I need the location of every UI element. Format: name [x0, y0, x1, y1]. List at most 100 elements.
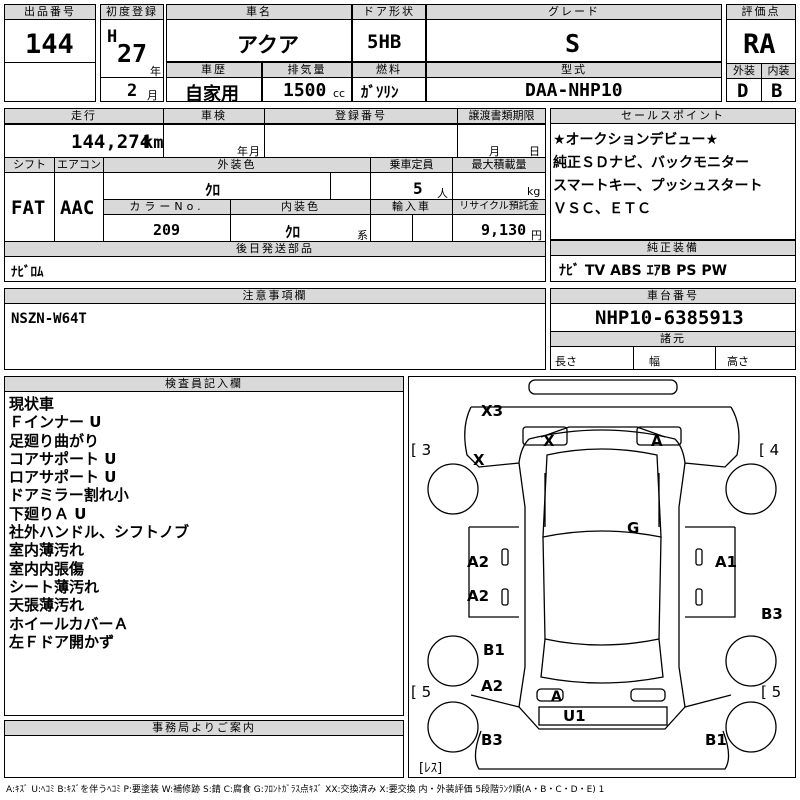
inspection-year-unit: 年 — [237, 145, 248, 158]
displacement: 1500 — [283, 80, 327, 101]
car-name-box: 車名 アクア — [166, 4, 352, 62]
inspection-month-unit: 月 — [249, 145, 260, 158]
interior-label: 内装 — [762, 64, 795, 79]
chassis-box: 車台番号 NHP10-6385913 諸元 長さ 幅 高さ — [550, 288, 796, 370]
transfer-day-unit: 日 — [529, 145, 540, 158]
month-unit: 月 — [147, 89, 158, 102]
fuel-label: 燃料 — [353, 63, 425, 78]
panel-rating-right-front: [ 4 — [759, 441, 780, 459]
panel-rating-left-rear: [ 5 — [411, 683, 432, 701]
fuel-box: 燃料 ｶﾞｿﾘﾝ — [352, 62, 426, 102]
damage-mark: A2 — [467, 587, 490, 605]
ext-color-label: 外装色 — [104, 158, 370, 173]
inspector-label: 検査員記入欄 — [5, 377, 403, 392]
later-parts: ﾅﾋﾞﾛﾑ — [11, 265, 44, 280]
model: DAA-NHP10 — [525, 80, 623, 101]
history-box: 車歴 自家用 — [166, 62, 262, 105]
inspector-box: 検査員記入欄 現状車 Ｆインナー U 足廻り曲がり コアサポート U ロアサポー… — [4, 376, 404, 716]
year-unit: 年 — [150, 65, 161, 78]
damage-mark: A — [551, 689, 562, 705]
damage-mark: B3 — [761, 605, 783, 623]
length-label: 長さ — [555, 355, 577, 368]
notes-label: 注意事項欄 — [5, 289, 545, 304]
inspection-label: 車検 — [164, 109, 264, 124]
equipment-items: ﾅﾋﾞ TV ABS ｴｱB PS PW — [559, 263, 728, 279]
car-name: アクア — [237, 33, 299, 57]
notes-text: NSZN-W64T — [11, 311, 87, 327]
registration-box: 初度登録 H 27 年 2 月 — [100, 4, 164, 102]
score: RA — [743, 29, 776, 60]
damage-mark: B1 — [483, 641, 505, 659]
inspector-line: シート薄汚れ — [9, 577, 100, 596]
displacement-label: 排気量 — [263, 63, 351, 78]
model-label: 型式 — [427, 63, 721, 78]
height-label: 高さ — [727, 355, 749, 368]
sales-line: ＶＳＣ、ＥＴＣ — [553, 201, 651, 217]
rest-label: [ﾚｽ] — [419, 761, 443, 776]
model-box: 型式 DAA-NHP10 — [426, 62, 722, 102]
specs-grid: 走行 車検 登録番号 譲渡書類期限 144,274 km 年 月 月 日 シフト… — [4, 108, 546, 282]
color-no: 209 — [153, 221, 181, 239]
shift-label: シフト — [5, 158, 54, 173]
door-label: ドア形状 — [353, 5, 425, 20]
era: H — [107, 27, 118, 47]
displacement-box: 排気量 1500 cc — [262, 62, 352, 102]
inspector-line: 室内内張傷 — [9, 559, 85, 578]
damage-mark: A1 — [715, 553, 738, 571]
lot-number: 144 — [25, 29, 74, 60]
shift: FAT — [11, 197, 46, 219]
mileage-label: 走行 — [5, 109, 163, 124]
damage-mark: A2 — [467, 553, 490, 571]
fuel: ｶﾞｿﾘﾝ — [361, 83, 399, 101]
equipment-label: 純正装備 — [551, 241, 795, 256]
office-label: 事務局よりご案内 — [5, 721, 403, 736]
inspector-line: 現状車 — [9, 395, 55, 413]
capacity: 5 — [413, 179, 423, 198]
damage-mark: A2 — [481, 677, 504, 695]
inspector-line: 左Ｆドア開かず — [9, 632, 115, 651]
damage-mark: X — [473, 451, 485, 469]
inspector-line: 社外ハンドル、シフトノブ — [9, 523, 190, 542]
lot-box: 出品番号 144 — [4, 4, 96, 102]
registration-label: 初度登録 — [101, 5, 163, 20]
car-name-label: 車名 — [167, 5, 351, 20]
int-color: ｸﾛ — [285, 223, 301, 241]
damage-mark: B1 — [705, 731, 727, 749]
transfer-label: 譲渡書類期限 — [458, 109, 545, 124]
aircon-label: エアコン — [55, 158, 103, 173]
damage-mark: X3 — [481, 402, 504, 420]
interior-score: B — [771, 80, 783, 102]
max-load-unit: kg — [527, 185, 541, 198]
grade: S — [565, 29, 581, 58]
exterior-score: D — [737, 80, 749, 102]
panel-rating-right-rear: [ 5 — [761, 683, 782, 701]
inspector-line: コアサポート U — [9, 449, 117, 468]
aircon: AAC — [60, 197, 95, 219]
sales-points-box: セールスポイント ★オークションデビュー★ 純正ＳＤナビ、バックモニター スマー… — [550, 108, 796, 240]
door-type: 5HB — [367, 31, 402, 53]
history-label: 車歴 — [167, 63, 261, 78]
inspector-line: Ｆインナー U — [9, 413, 102, 432]
notes-box: 注意事項欄 NSZN-W64T — [4, 288, 546, 370]
sales-line: 純正ＳＤナビ、バックモニター — [553, 155, 749, 171]
recycle: 9,130 — [481, 221, 527, 239]
history: 自家用 — [185, 84, 239, 105]
mileage-unit: km — [143, 133, 164, 153]
width-label: 幅 — [649, 355, 660, 368]
office-box: 事務局よりご案内 — [4, 720, 404, 778]
grade-box: グレード S — [426, 4, 722, 62]
reg-no-label: 登録番号 — [265, 109, 457, 124]
sales-line: ★オークションデビュー★ — [553, 132, 719, 148]
inspector-line: 下廻りＡ U — [9, 504, 87, 523]
inspector-line: 足廻り曲がり — [9, 431, 100, 450]
capacity-label: 乗車定員 — [371, 158, 452, 173]
car-diagram: X3 X A X G A2 A1 A2 B3 B1 A2 A U1 B3 B1 … — [408, 376, 796, 778]
int-color-unit: 系 — [357, 229, 368, 242]
displacement-unit: cc — [333, 87, 346, 100]
chassis-label: 車台番号 — [551, 289, 795, 304]
sales-points-label: セールスポイント — [551, 109, 795, 124]
inspector-line: 天張薄汚れ — [9, 596, 85, 615]
sales-line: スマートキー、プッシュスタート — [553, 178, 763, 194]
dims-label: 諸元 — [551, 332, 795, 347]
damage-mark: X — [543, 432, 555, 450]
